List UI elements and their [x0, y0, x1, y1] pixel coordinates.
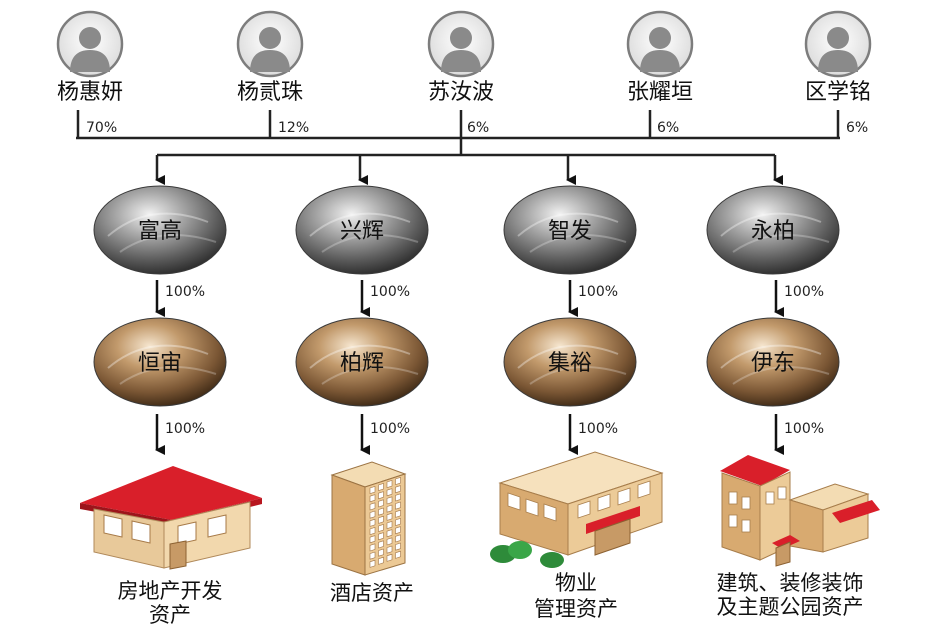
- subsidiary-2: 集裕: [503, 317, 637, 407]
- company-name: 恒宙: [138, 351, 182, 376]
- construction-park-buildings-icon: [720, 455, 880, 567]
- shareholder-0: 杨惠妍: [56, 10, 124, 105]
- shareholder-name: 区学铭: [805, 80, 871, 105]
- shareholder-name: 杨贰珠: [237, 80, 303, 105]
- company-name: 智发: [548, 219, 592, 244]
- shareholder-name: 苏汝波: [428, 80, 494, 105]
- subsidiary-3: 伊东: [706, 317, 840, 407]
- subsidiary-share-label: 100%: [578, 421, 618, 437]
- subsidiary-share-label: 100%: [784, 421, 824, 437]
- asset-label-3-line1: 建筑、装修装饰: [717, 571, 864, 595]
- company-name: 柏辉: [340, 351, 384, 376]
- company-name: 永柏: [751, 219, 795, 244]
- house-icon: [80, 466, 262, 570]
- shareholder-share-labels: 70% 12% 6% 6% 6%: [86, 120, 868, 136]
- asset-label-2-line1: 物业: [555, 571, 597, 595]
- company-name: 伊东: [751, 351, 795, 376]
- holding-share-label: 100%: [784, 284, 824, 300]
- subsidiary-1: 柏辉: [295, 317, 429, 407]
- share-label-2: 6%: [467, 120, 489, 136]
- asset-label-0-line1: 房地产开发: [118, 579, 223, 603]
- hotel-building-icon: [330, 461, 407, 576]
- subsidiary-0: 恒宙: [93, 317, 227, 407]
- subsidiary-share-label: 100%: [370, 421, 410, 437]
- asset-labels: 房地产开发 资产 酒店资产 物业 管理资产 建筑、装修装饰 及主题公园资产: [118, 571, 864, 627]
- company-name: 集裕: [548, 351, 592, 376]
- company-name: 兴辉: [340, 219, 384, 244]
- asset-label-3-line2: 及主题公园资产: [717, 595, 864, 619]
- asset-label-2-line2: 管理资产: [534, 597, 618, 621]
- holding-company-2: 智发: [503, 185, 637, 275]
- company-name: 富高: [138, 219, 182, 244]
- shareholder-3: 张耀垣: [626, 10, 694, 105]
- holding-company-0: 富高: [93, 185, 227, 275]
- subsidiary-share-label: 100%: [165, 421, 205, 437]
- shareholder-1: 杨贰珠: [236, 10, 304, 105]
- share-label-0: 70%: [86, 120, 117, 136]
- share-label-1: 12%: [278, 120, 309, 136]
- person-avatar-icon: [804, 10, 872, 78]
- holding-share-label: 100%: [165, 284, 205, 300]
- holding-company-1: 兴辉: [295, 185, 429, 275]
- shareholder-name: 杨惠妍: [57, 80, 123, 105]
- holding-company-3: 永柏: [706, 185, 840, 275]
- person-avatar-icon: [626, 10, 694, 78]
- shareholder-name: 张耀垣: [627, 80, 693, 105]
- person-avatar-icon: [236, 10, 304, 78]
- person-avatar-icon: [56, 10, 124, 78]
- person-avatar-icon: [427, 10, 495, 78]
- asset-label-0-line2: 资产: [149, 603, 191, 627]
- holding-share-label: 100%: [370, 284, 410, 300]
- asset-label-1-line1: 酒店资产: [330, 581, 414, 605]
- property-management-building-icon: [490, 451, 664, 568]
- shareholder-connectors: [76, 110, 840, 185]
- shareholder-4: 区学铭: [804, 10, 872, 105]
- share-label-3: 6%: [657, 120, 679, 136]
- share-label-4: 6%: [846, 120, 868, 136]
- holding-share-label: 100%: [578, 284, 618, 300]
- shareholder-2: 苏汝波: [427, 10, 495, 105]
